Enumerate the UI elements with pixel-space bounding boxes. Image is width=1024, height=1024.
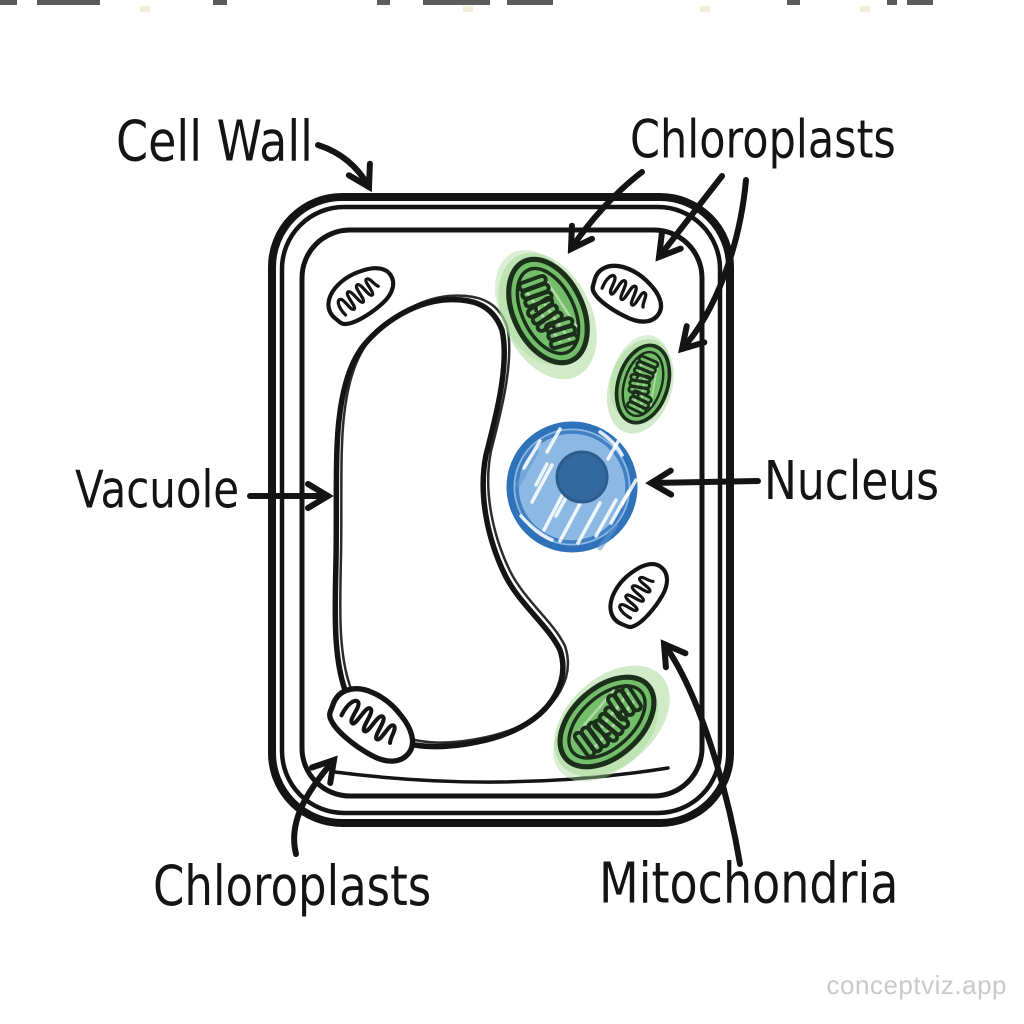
chloroplast-right [594,325,688,444]
nucleus-hatching [519,427,638,545]
nucleolus [555,450,609,504]
arrow-chloroplast-mid [655,173,725,262]
mitochondrion-mid-right [601,553,675,634]
arrow-nucleus [645,467,761,498]
cell-membrane-shape [299,227,705,799]
arrow-chloroplasts-bottom [291,755,338,857]
watermark: conceptviz.app [826,970,1007,1000]
arrow-chloroplast-top [567,169,645,254]
label-mitochondria: Mitochondria [599,850,899,916]
vacuole-shape [332,294,570,750]
label-chloroplasts-top: Chloroplasts [630,110,896,171]
label-nucleus: Nucleus [764,450,940,513]
label-cell-wall: Cell Wall [116,108,313,174]
annotation-arrows [247,142,761,867]
arrow-mitochondria [660,639,743,867]
top-edge-artifacts [0,0,933,12]
label-chloroplasts-bottom: Chloroplasts [153,854,432,919]
label-vacuole: Vacuole [75,460,240,520]
arrow-chloroplast-right [678,177,749,354]
arrow-cell-wall [315,142,373,193]
cell-wall-shape [268,193,734,827]
nucleus-shape [506,421,638,553]
mitochondrion-top-right [586,257,671,330]
